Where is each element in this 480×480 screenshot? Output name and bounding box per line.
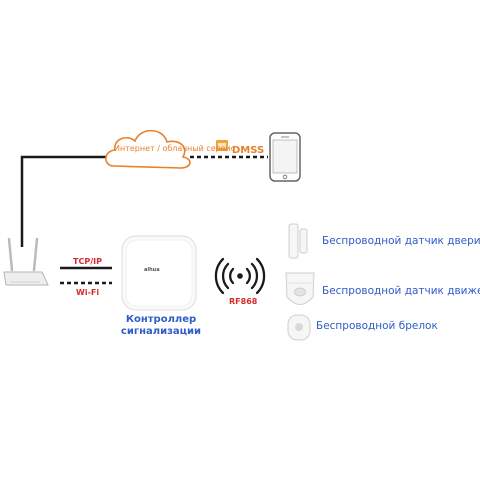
door-sensor-label: Беспроводной датчик двери [322,235,480,247]
alarm-controller-icon [121,235,197,311]
app-icon [216,140,228,151]
motion-sensor-label: Беспроводной датчик движения [322,285,480,297]
smartphone-icon [269,132,301,182]
motion-sensor-icon [285,272,315,305]
router-icon [3,237,49,286]
rf-wave-icon [214,257,266,295]
rf-label: RF868 [229,297,258,306]
controller-logo: alhua [144,267,160,273]
cloud-icon [105,129,191,169]
router-internet-cable [20,155,115,247]
app-label: DMSS [232,145,265,156]
key-fob-icon [287,314,311,341]
cloud-label: Интернет / облачный сервис [114,144,236,153]
controller-label: Контроллер сигнализации [120,314,202,337]
wifi-label: Wi-Fi [76,288,100,297]
key-fob-label: Беспроводной брелок [316,320,438,332]
tcp-ip-label: TCP/IP [73,257,102,266]
door-sensor-icon [288,223,308,259]
